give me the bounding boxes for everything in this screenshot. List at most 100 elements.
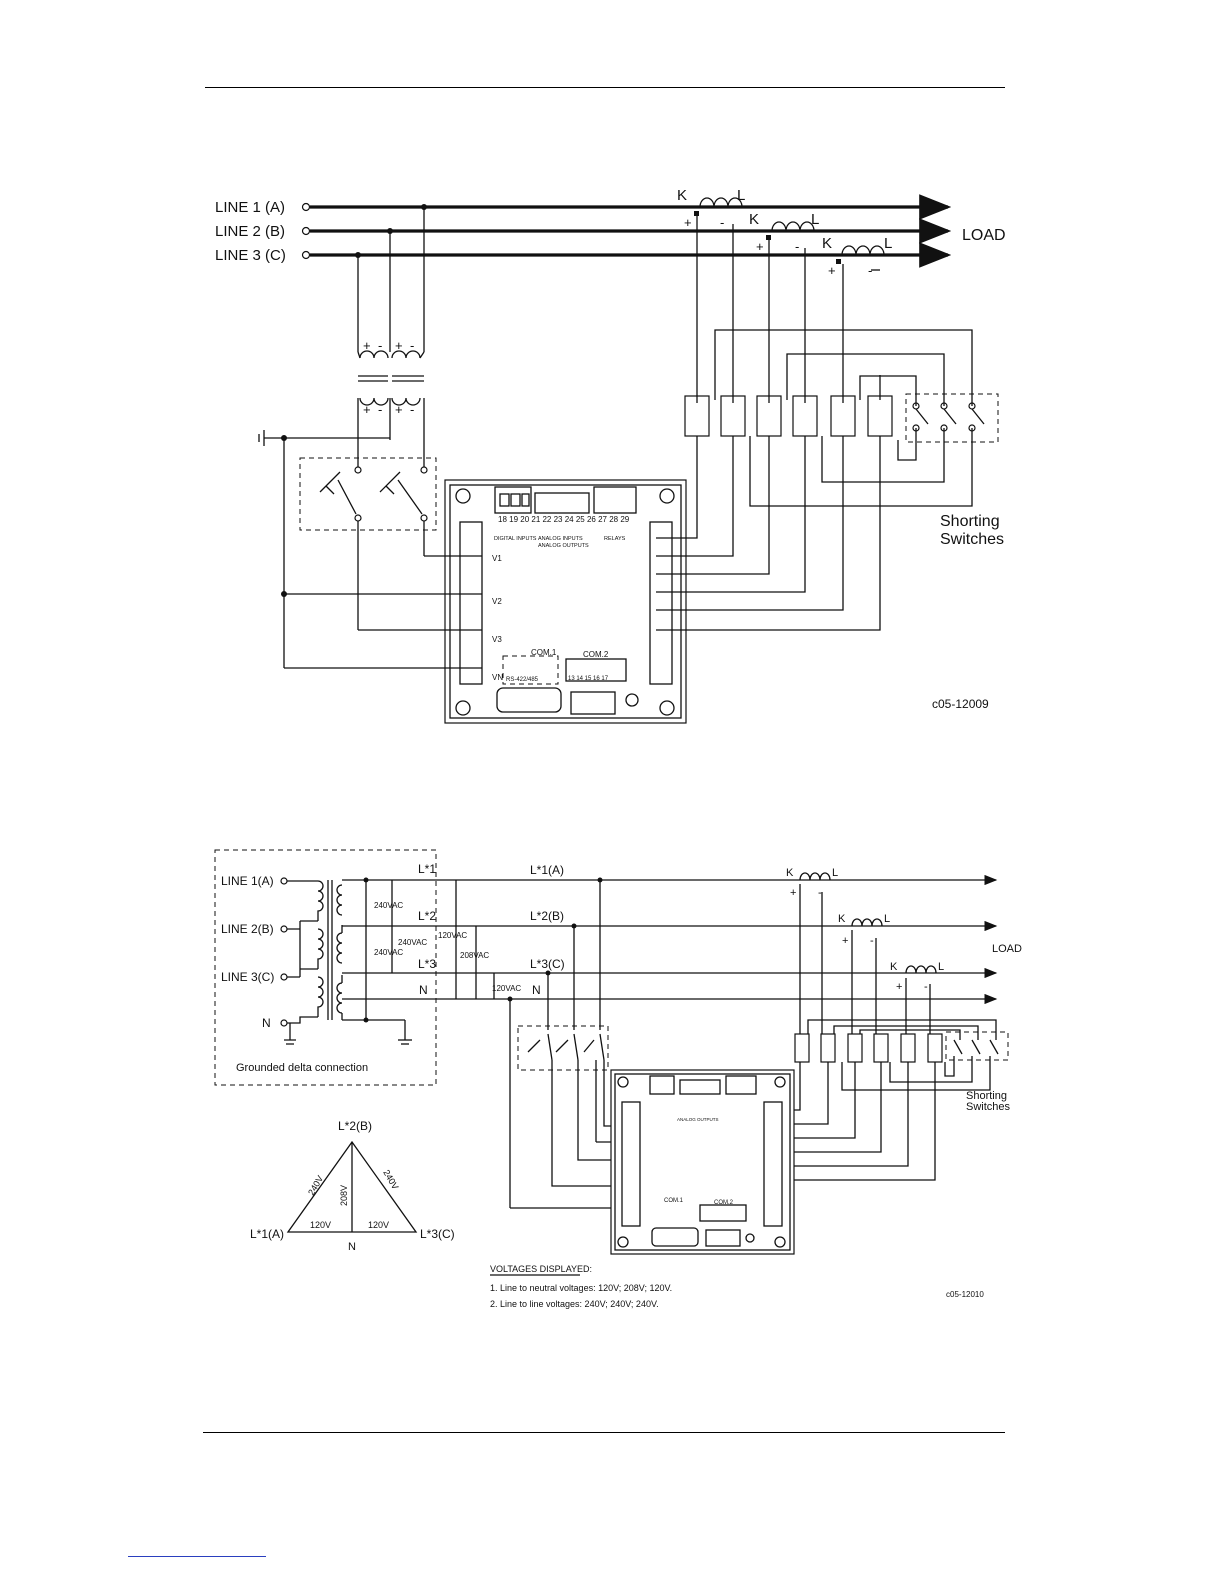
svg-text:+: + [363,338,371,353]
svg-text:ANALOG INPUTS: ANALOG INPUTS [538,536,583,542]
d2-line-3-label: LINE 3(C) [221,970,274,984]
svg-text:N: N [348,1241,356,1253]
load-label: LOAD [962,227,1006,244]
svg-text:+: + [828,263,836,278]
svg-text:V3: V3 [492,635,502,644]
d2-line-1-label: LINE 1(A) [221,874,274,888]
svg-text:L*3(C): L*3(C) [530,957,565,971]
header-rule [205,87,1005,88]
d2-load-label: LOAD [992,943,1022,955]
voltages-line-2: 2. Line to line voltages: 240V; 240V; 24… [490,1299,659,1309]
d2-line-2-label: LINE 2(B) [221,922,274,936]
line-3-label: LINE 3 (C) [215,247,286,264]
svg-text:240VAC: 240VAC [374,901,403,910]
svg-text:L*1(A): L*1(A) [530,863,564,877]
svg-text:Switches: Switches [966,1101,1011,1113]
svg-text:-: - [818,887,822,899]
svg-text:K: K [822,235,832,252]
svg-text:K: K [838,913,846,925]
svg-text:+: + [756,239,764,254]
svg-text:+: + [790,887,796,899]
shorting-block-1 [684,393,999,443]
svg-text:L*2: L*2 [418,909,436,923]
potential-transformers: + - + - + - + - [357,338,425,417]
svg-text:RELAYS: RELAYS [604,536,626,542]
svg-text:K: K [749,211,759,228]
svg-text:ANALOG OUTPUTS: ANALOG OUTPUTS [538,543,589,549]
svg-text:N: N [532,983,541,997]
svg-text:L: L [938,961,944,973]
meter-1: 18 19 20 21 22 23 24 25 26 27 28 29 DIGI… [444,479,687,724]
svg-text:L: L [811,211,819,228]
svg-text:L*3(C): L*3(C) [420,1227,455,1241]
svg-text:+: + [395,402,403,417]
svg-text:DIGITAL INPUTS: DIGITAL INPUTS [494,536,537,542]
svg-text:Shorting: Shorting [966,1090,1007,1102]
svg-text:V2: V2 [492,597,502,606]
svg-text:-: - [378,338,382,353]
svg-text:V1: V1 [492,554,502,563]
svg-text:K: K [677,187,687,204]
meter-2: ANALOG OUTPUTS COM.1 COM.2 [610,1069,795,1255]
svg-text:L: L [832,867,838,879]
pt-fuse-box [299,457,437,531]
line-1-label: LINE 1 (A) [215,199,285,216]
shorting-block-2 [794,1031,1009,1063]
svg-text:N: N [419,983,428,997]
figure-code-1: c05-12009 [932,697,989,711]
svg-text:-: - [378,402,382,417]
d2-neutral-label: N [262,1016,271,1030]
svg-text:-: - [720,215,724,230]
svg-text:208V: 208V [339,1185,349,1206]
svg-text:-: - [868,263,872,278]
svg-text:120V: 120V [368,1220,389,1230]
svg-text:ANALOG OUTPUTS: ANALOG OUTPUTS [677,1117,719,1122]
svg-text:K: K [890,961,898,973]
svg-text:L: L [737,187,745,204]
svg-text:COM.2: COM.2 [714,1200,734,1206]
diagram-1: LINE 1 (A) LINE 2 (B) LINE 3 (C) LOAD K … [215,187,1006,724]
svg-text:+: + [842,935,848,947]
svg-text:L: L [884,913,890,925]
svg-text:208VAC: 208VAC [460,951,489,960]
d2-current-transformers: K L + - K L + - K L + - [786,867,944,993]
svg-text:COM.1: COM.1 [664,1198,684,1204]
svg-text:+: + [684,215,692,230]
svg-text:L*2(B): L*2(B) [338,1119,372,1133]
line-2-label: LINE 2 (B) [215,223,285,240]
svg-text:-: - [795,239,799,254]
svg-text:120VAC: 120VAC [492,984,521,993]
shorting-switches-label-2: Switches [940,531,1004,548]
voltage-triangle: L*2(B) L*1(A) L*3(C) N 120V 120V 240V 24… [250,1119,455,1253]
svg-text:-: - [870,935,874,947]
grounded-delta-box [214,849,437,1086]
svg-text:L: L [884,235,892,252]
diagram-2: LINE 1(A) LINE 2(B) LINE 3(C) N [214,849,1022,1309]
shorting-switches-label-1: Shorting [940,513,1000,530]
svg-text:L*3: L*3 [418,957,436,971]
svg-text:-: - [924,981,928,993]
voltages-line-1: 1. Line to neutral voltages: 120V; 208V;… [490,1283,672,1293]
svg-text:-: - [410,338,414,353]
svg-text:120VAC: 120VAC [438,931,467,940]
grounded-delta-caption: Grounded delta connection [236,1062,368,1074]
svg-text:+: + [896,981,902,993]
svg-text:RS-422/485: RS-422/485 [506,677,539,683]
footer-rule [203,1432,1005,1433]
current-transformers: K L + - K L + - K L + - [677,187,892,278]
svg-text:COM.2: COM.2 [583,650,609,659]
svg-text:L*1: L*1 [418,862,436,876]
svg-text:120V: 120V [310,1220,331,1230]
svg-text:240VAC: 240VAC [398,938,427,947]
svg-text:13 14 15 16 17: 13 14 15 16 17 [568,676,609,682]
svg-text:VN: VN [492,673,503,682]
svg-text:240VAC: 240VAC [374,948,403,957]
voltages-displayed-title: VOLTAGES DISPLAYED: [490,1264,592,1274]
figure-code-2: c05-12010 [946,1290,984,1299]
svg-text:-: - [410,402,414,417]
svg-text:+: + [363,402,371,417]
footer-link-underline[interactable] [128,1556,266,1557]
svg-text:L*1(A): L*1(A) [250,1227,284,1241]
